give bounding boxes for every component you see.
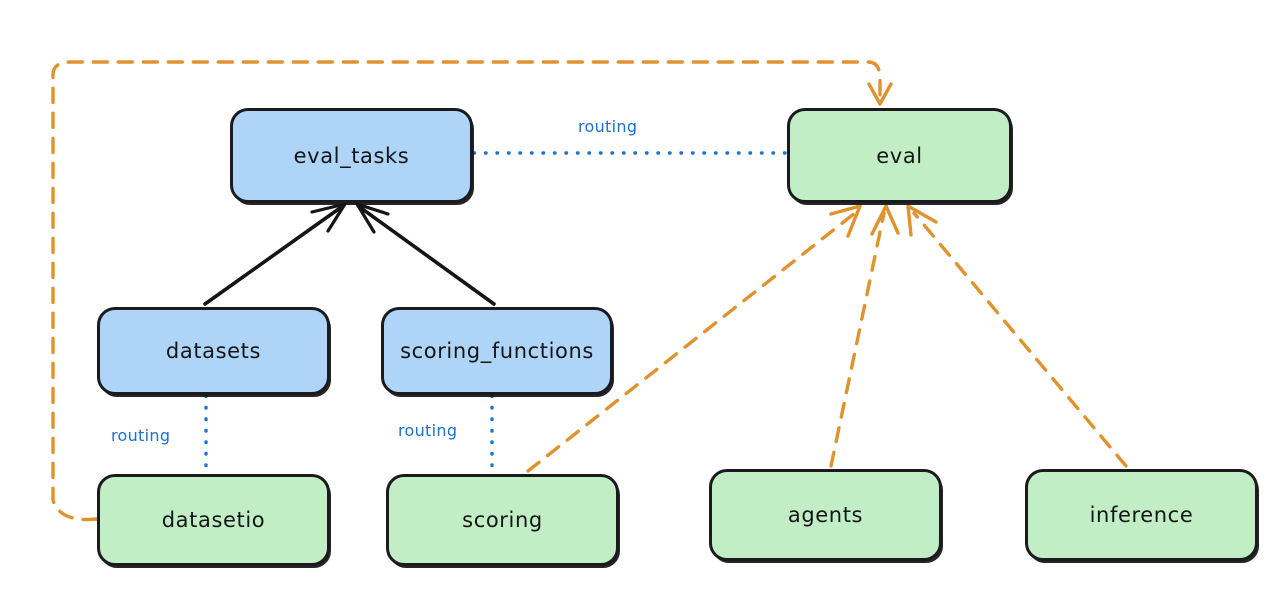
node-label: eval_tasks bbox=[293, 143, 410, 168]
node-agents[interactable]: agents bbox=[709, 469, 942, 561]
node-datasetio[interactable]: datasetio bbox=[97, 474, 330, 566]
node-label: eval bbox=[876, 143, 923, 168]
node-label: inference bbox=[1089, 503, 1194, 527]
edge-agents-to-eval bbox=[829, 204, 900, 468]
edge-inference-to-eval bbox=[906, 204, 1128, 468]
edge-label-routing-scoring-functions-scoring: routing bbox=[398, 421, 458, 440]
node-label: datasetio bbox=[161, 508, 266, 532]
edge-label-routing-datasets-datasetio: routing bbox=[111, 426, 171, 445]
node-label: agents bbox=[787, 503, 864, 527]
node-label: scoring bbox=[462, 508, 543, 532]
edge-label-routing-eval-tasks-eval: routing bbox=[578, 117, 638, 136]
node-eval-tasks[interactable]: eval_tasks bbox=[230, 108, 473, 203]
node-label: scoring_functions bbox=[400, 339, 594, 363]
node-inference[interactable]: inference bbox=[1025, 469, 1258, 561]
node-scoring[interactable]: scoring bbox=[386, 474, 619, 566]
node-datasets[interactable]: datasets bbox=[97, 307, 330, 395]
node-label: datasets bbox=[165, 339, 262, 363]
node-scoring-functions[interactable]: scoring_functions bbox=[381, 307, 613, 395]
node-eval[interactable]: eval bbox=[787, 108, 1012, 203]
edge-scoring_functions-to-eval_tasks bbox=[355, 202, 496, 306]
edge-datasets-to-eval_tasks bbox=[203, 202, 347, 306]
